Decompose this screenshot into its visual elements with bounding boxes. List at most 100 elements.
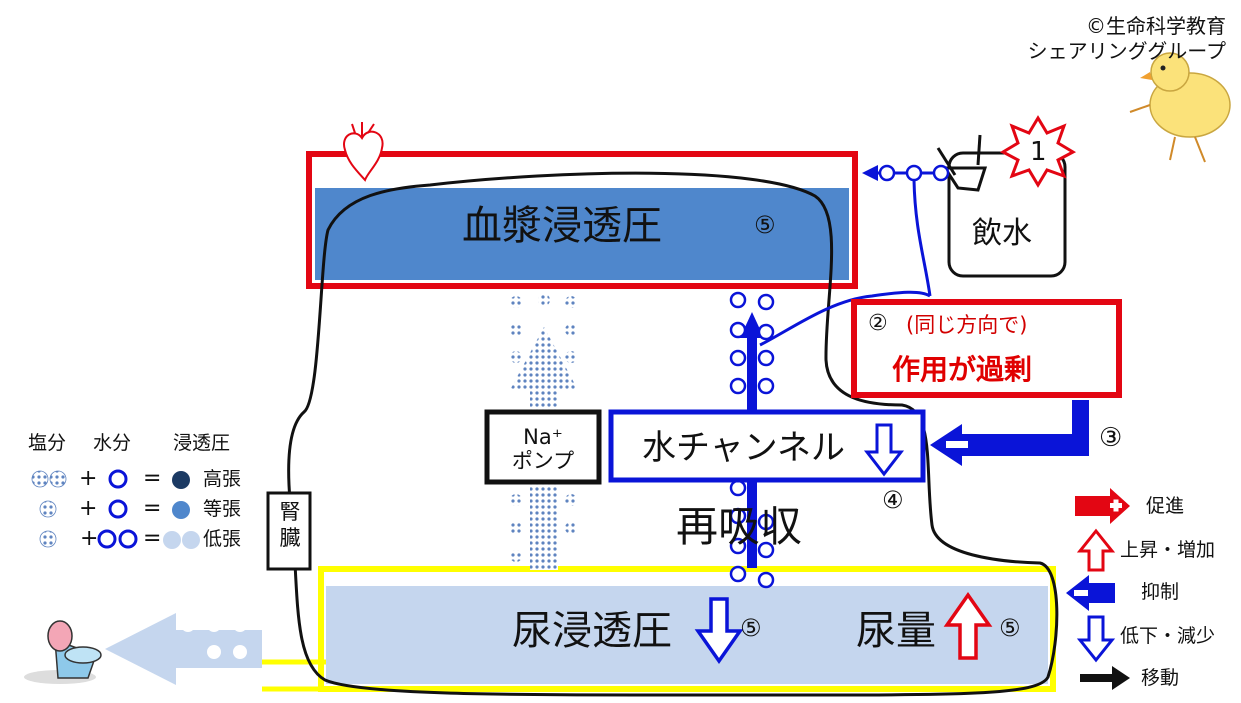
water-channel-num: ④ bbox=[882, 486, 904, 514]
drinking-label: 飲水 bbox=[972, 216, 1032, 251]
legend-water-circle bbox=[108, 469, 128, 489]
salt-dot bbox=[510, 494, 522, 506]
plasma-num: ⑤ bbox=[754, 211, 776, 239]
urine-circle bbox=[233, 645, 247, 659]
urine-volume-label: 尿量 bbox=[856, 608, 936, 654]
water-circle bbox=[729, 349, 747, 367]
urine-outflow-arrow bbox=[105, 613, 262, 685]
kidney-char-1: 腎 bbox=[279, 500, 301, 524]
drinking-num: 1 bbox=[1030, 137, 1047, 167]
water-circle bbox=[757, 349, 775, 367]
legend-header-water: 水分 bbox=[93, 432, 132, 454]
inhibit-num: ③ bbox=[1099, 423, 1123, 453]
water-circle bbox=[729, 479, 747, 497]
water-circle bbox=[757, 377, 775, 395]
legend-iso-dot bbox=[172, 501, 190, 519]
legend-equals: = bbox=[143, 526, 162, 551]
urine-circle bbox=[207, 618, 221, 632]
key-promote-label: 促進 bbox=[1146, 495, 1185, 517]
water-circle bbox=[729, 537, 747, 555]
urine-osmolality-num: ⑤ bbox=[740, 614, 762, 642]
kidney-box bbox=[266, 491, 312, 571]
legend-salt-dot bbox=[31, 470, 49, 488]
water-circle bbox=[729, 377, 747, 395]
urine-circle bbox=[207, 668, 221, 682]
inhibit-arrow bbox=[930, 400, 1089, 466]
water-channel-box bbox=[608, 409, 926, 483]
urine-osmolality-label: 尿浸透圧 bbox=[512, 608, 672, 654]
water-circle bbox=[878, 164, 896, 182]
urine-circle bbox=[181, 618, 195, 632]
legend-hypo-dot bbox=[182, 531, 200, 549]
water-circle bbox=[729, 507, 747, 525]
urine-circle bbox=[233, 618, 247, 632]
water-channel-label: 水チャンネル bbox=[642, 428, 845, 468]
inhibit-minus bbox=[946, 441, 968, 448]
legend-symbols bbox=[31, 469, 200, 549]
salt-dot bbox=[510, 296, 522, 308]
promote-arrow-icon bbox=[1075, 488, 1130, 524]
cup-handle-icon bbox=[936, 147, 957, 176]
water-circle bbox=[757, 513, 775, 531]
urine-circle bbox=[181, 668, 195, 682]
salt-dot bbox=[565, 494, 577, 506]
salt-dot bbox=[510, 351, 522, 363]
key-move-label: 移動 bbox=[1141, 667, 1180, 689]
plasma-fill bbox=[315, 188, 849, 280]
water-circle bbox=[757, 541, 775, 559]
legend-header-salt: 塩分 bbox=[28, 432, 67, 454]
legend-water-circle bbox=[108, 499, 128, 519]
salt-dot bbox=[510, 522, 522, 534]
copyright-line-2: シェアリンググループ bbox=[1027, 39, 1226, 63]
decrease-arrow-channel bbox=[863, 423, 905, 477]
urine-volume-num: ⑤ bbox=[999, 614, 1021, 642]
salt-dot bbox=[565, 296, 577, 308]
toilet-icon bbox=[24, 620, 102, 684]
move-arrow-icon bbox=[1080, 666, 1130, 690]
water-circle bbox=[757, 323, 775, 341]
kidney-char-2: 臓 bbox=[279, 526, 301, 551]
condition-box bbox=[851, 299, 1122, 398]
salt-dot bbox=[510, 324, 522, 336]
key-increase-label: 上昇・増加 bbox=[1120, 539, 1216, 561]
cup-handle-icon-2 bbox=[976, 134, 982, 166]
explosion-icon bbox=[999, 115, 1077, 188]
urine-circle bbox=[207, 645, 221, 659]
condition-main: 作用が過剰 bbox=[892, 353, 1033, 386]
legend-header-osmolality: 浸透圧 bbox=[173, 432, 231, 454]
legend-salt-dot bbox=[49, 470, 67, 488]
legend-hyper-dot bbox=[172, 471, 190, 489]
water-circle bbox=[729, 565, 747, 583]
na-pump-label: Na⁺ ポンプ bbox=[488, 425, 598, 473]
inhibit-arrow-icon bbox=[1066, 575, 1115, 611]
legend-equals: = bbox=[143, 466, 162, 491]
water-circle bbox=[757, 293, 775, 311]
legend-plus: + bbox=[80, 526, 99, 551]
condition-paren: (同じ方向で) bbox=[906, 313, 1028, 337]
legend-row-hypotonic: 低張 bbox=[203, 528, 242, 550]
na-pump-line-1: Na⁺ bbox=[523, 425, 563, 449]
key-decrease-label: 低下・減少 bbox=[1120, 625, 1216, 647]
copyright-text: ©生命科学教育 シェアリンググループ bbox=[1028, 14, 1226, 64]
water-circle bbox=[729, 321, 747, 339]
urine-circle bbox=[233, 668, 247, 682]
legend-plus: + bbox=[79, 496, 98, 521]
urine-fill bbox=[326, 586, 1048, 684]
connector-line bbox=[912, 179, 932, 297]
increase-arrow-urine-vol bbox=[943, 591, 993, 660]
salt-dot bbox=[565, 522, 577, 534]
legend-row-isotonic: 等張 bbox=[203, 498, 242, 520]
water-circle bbox=[729, 291, 747, 309]
plasma-osmolality-label: 血漿浸透圧 bbox=[462, 203, 662, 249]
legend-hypo-dot bbox=[163, 531, 181, 549]
legend-equals: = bbox=[143, 496, 162, 521]
legend-water-circle bbox=[118, 529, 138, 549]
salt-dot bbox=[565, 351, 577, 363]
water-inflow-arrowhead bbox=[862, 165, 878, 181]
water-channel-arrow bbox=[740, 312, 764, 410]
water-circle bbox=[932, 164, 950, 182]
decrease-arrow-icon bbox=[1076, 615, 1116, 663]
increase-arrow-icon bbox=[1076, 528, 1116, 572]
legend-salt-dot bbox=[39, 530, 57, 548]
